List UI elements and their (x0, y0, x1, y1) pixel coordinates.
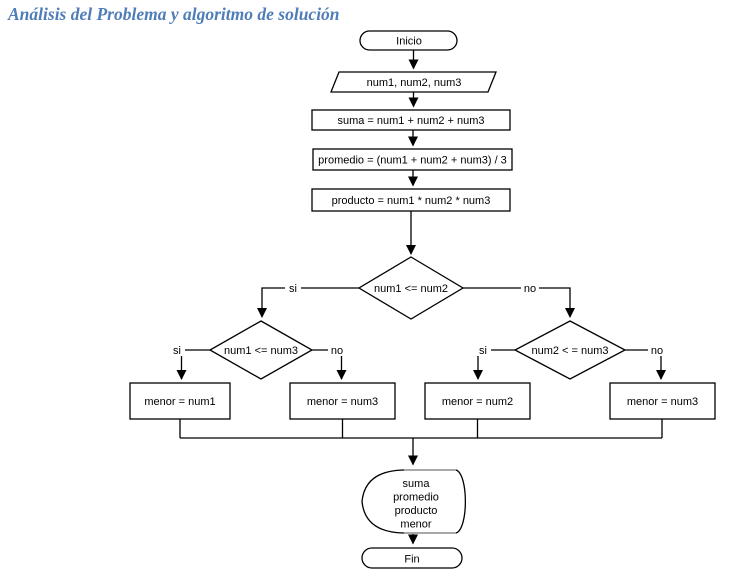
terminator-shape (361, 547, 463, 569)
terminator-shape (359, 30, 458, 51)
node-result-right-si: menor = num2 (424, 382, 531, 420)
node-output-display: suma promedio producto menor (361, 469, 467, 534)
node-input-label: num1, num2, num3 (367, 77, 462, 89)
node-result-right-si-label: menor = num2 (442, 396, 513, 408)
process-shape (312, 148, 513, 171)
node-decision-left: num1 <= num3 (208, 320, 314, 380)
node-result-left-si-label: menor = num1 (144, 396, 215, 408)
node-end-label: Fin (404, 554, 419, 566)
diamond-shape (513, 320, 627, 380)
node-promedio-label: promedio = (num1 + num2 + num3) / 3 (318, 155, 507, 167)
node-end-terminator: Fin (361, 547, 463, 569)
node-decision-right: num2 < = num3 (513, 320, 627, 380)
label-bg (648, 343, 666, 356)
label-bg (521, 281, 539, 294)
diamond-shape (357, 256, 465, 320)
node-process-promedio: promedio = (num1 + num2 + num3) / 3 (312, 148, 513, 171)
display-shape (361, 469, 467, 534)
edge-main-no (463, 287, 575, 318)
output-line-1: suma (403, 478, 431, 490)
node-decision-right-label: num2 < = num3 (531, 345, 608, 357)
branch-label-main-si: si (289, 283, 297, 295)
node-suma-label: suma = num1 + num2 + num3 (337, 115, 484, 127)
process-shape (129, 382, 231, 420)
branch-label-right-si: si (479, 345, 487, 357)
node-process-producto: producto = num1 * num2 * num3 (311, 188, 511, 212)
node-start-terminator: Inicio (359, 30, 458, 51)
node-result-left-no-label: menor = num3 (307, 396, 378, 408)
process-shape (311, 109, 511, 131)
branch-label-left-si: si (173, 345, 181, 357)
node-decision-main-label: num1 <= num2 (374, 283, 448, 295)
output-line-3: producto (395, 505, 438, 517)
label-bg (475, 343, 491, 356)
parallelogram-shape (330, 71, 497, 93)
edge-merge-lines (179, 419, 663, 439)
output-line-2: promedio (393, 492, 439, 504)
node-decision-left-label: num1 <= num3 (224, 345, 298, 357)
label-bg (328, 343, 346, 356)
label-bg (285, 281, 301, 294)
node-decision-main: num1 <= num2 (357, 256, 465, 320)
node-result-right-no-label: menor = num3 (627, 396, 698, 408)
node-result-left-si: menor = num1 (129, 382, 231, 420)
branch-label-main-no: no (524, 283, 536, 295)
node-result-right-no: menor = num3 (609, 382, 716, 420)
diamond-shape (208, 320, 314, 380)
branch-label-left-no: no (331, 345, 343, 357)
node-producto-label: producto = num1 * num2 * num3 (332, 195, 491, 207)
process-shape (311, 188, 511, 212)
output-line-4: menor (400, 519, 432, 531)
page-title: Análisis del Problema y algoritmo de sol… (8, 4, 340, 24)
edge-left-si (176, 349, 210, 380)
process-shape (424, 382, 531, 420)
process-shape (289, 382, 396, 420)
branch-labels: si no si no si no (169, 281, 666, 357)
branch-label-right-no: no (651, 345, 663, 357)
node-input-parallelogram: num1, num2, num3 (330, 71, 497, 93)
node-result-left-no: menor = num3 (289, 382, 396, 420)
label-bg (169, 343, 185, 356)
node-process-suma: suma = num1 + num2 + num3 (311, 109, 511, 131)
node-start-label: Inicio (396, 36, 422, 48)
process-shape (609, 382, 716, 420)
edge-main-si (257, 287, 359, 318)
